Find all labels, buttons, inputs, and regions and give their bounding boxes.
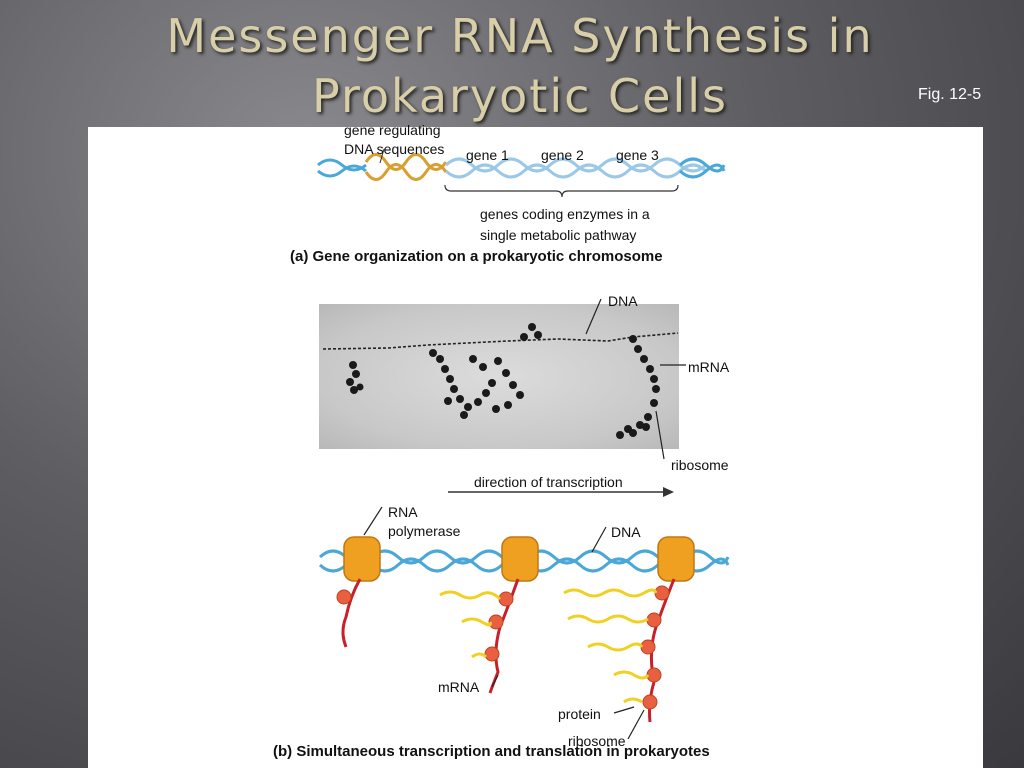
micro-dna-leader — [585, 298, 602, 335]
gene-1-label: gene 1 — [466, 147, 509, 163]
direction-arrow-head — [663, 487, 674, 497]
ribosomes-b — [336, 585, 670, 710]
rna-polymerase-2 — [501, 536, 539, 582]
gene-2-label: gene 2 — [541, 147, 584, 163]
mrna-cluster-right — [616, 335, 660, 439]
ribosome-b-leader — [627, 709, 645, 740]
micro-ribosome-label: ribosome — [671, 457, 729, 473]
dna-b-label: DNA — [611, 524, 641, 540]
title-line-1: Messenger RNA Synthesis in — [166, 9, 874, 63]
regulating-leader-line — [379, 148, 385, 164]
protein-chains — [439, 588, 658, 704]
rna-polymerase-1 — [343, 536, 381, 582]
slide-title: Messenger RNA Synthesis in Prokaryotic C… — [80, 6, 960, 126]
rna-pol-leader — [363, 506, 383, 536]
title-line-2: Prokaryotic Cells — [312, 69, 728, 123]
mrna-cluster-left — [346, 361, 364, 394]
protein-leader — [613, 706, 635, 714]
mrna-cluster-middle — [429, 323, 542, 419]
gene-3-label: gene 3 — [616, 147, 659, 163]
ribosome-b-label: ribosome — [568, 733, 626, 749]
mrna-b-leader — [491, 674, 499, 688]
rna-polymerase-label: RNA polymerase — [388, 504, 461, 539]
micro-ribosome-leader — [655, 410, 665, 460]
electron-micrograph — [319, 304, 679, 449]
right-dna-segment — [678, 157, 726, 179]
mrna-strand-1 — [341, 578, 362, 648]
chromosome-helix — [317, 148, 726, 198]
protein-label: protein — [558, 706, 601, 722]
panel-b-caption: (b) Simultaneous transcription and trans… — [273, 743, 710, 760]
rna-polymerase-3 — [657, 536, 695, 582]
regulating-label: gene regulating DNA sequences — [344, 122, 445, 157]
dna-b-leader — [591, 526, 607, 553]
panel-a-caption: (a) Gene organization on a prokaryotic c… — [290, 248, 663, 265]
direction-label: direction of transcription — [474, 474, 623, 490]
left-dna-segment — [317, 158, 367, 178]
gene-region — [444, 157, 708, 179]
micrograph-strands — [322, 298, 686, 460]
micro-dna-label: DNA — [608, 293, 638, 309]
coding-genes-label: genes coding enzymes in a single metabol… — [480, 206, 650, 243]
mrna-b-label: mRNA — [438, 679, 480, 695]
regulatory-region — [364, 153, 448, 181]
gene-bracket — [444, 184, 679, 198]
figure-panel: gene regulating DNA sequences gene 1 gen… — [88, 122, 983, 768]
micro-mrna-label: mRNA — [688, 359, 730, 375]
transcription-diagram — [318, 487, 730, 740]
figure-reference: Fig. 12-5 — [918, 86, 982, 103]
